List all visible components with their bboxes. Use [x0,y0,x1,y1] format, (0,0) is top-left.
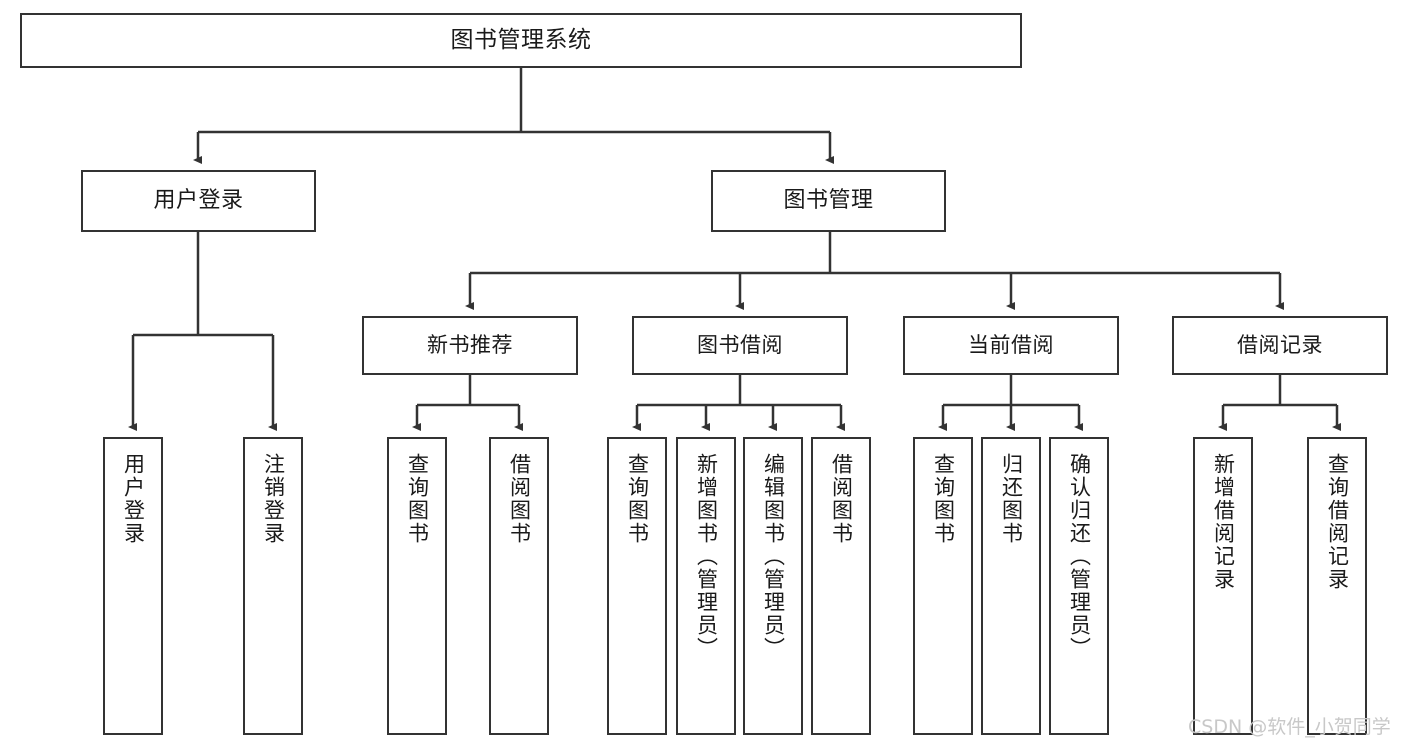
node-book-management[interactable]: 图书管理 [711,170,946,232]
leaf-borrow-record-query[interactable]: 查询借阅记录 [1307,437,1367,735]
node-label: 新增借阅记录 [1211,453,1236,591]
leaf-borrow-record-add[interactable]: 新增借阅记录 [1193,437,1253,735]
node-user-login[interactable]: 用户登录 [81,170,316,232]
leaf-book-borrow-edit[interactable]: 编辑图书（管理员） [743,437,803,735]
leaf-book-borrow-borrow[interactable]: 借阅图书 [811,437,871,735]
node-book-borrow[interactable]: 图书借阅 [632,316,848,375]
node-label: 查询图书 [625,453,650,545]
node-label: 借阅图书 [829,453,854,545]
leaf-book-borrow-add[interactable]: 新增图书（管理员） [676,437,736,735]
node-label: 借阅图书 [507,453,532,545]
node-label: 图书管理系统 [450,27,592,54]
leaf-new-book-query[interactable]: 查询图书 [387,437,447,735]
leaf-user-login-logout[interactable]: 注销登录 [243,437,303,735]
node-label: 图书管理 [783,188,874,214]
leaf-book-borrow-query[interactable]: 查询图书 [607,437,667,735]
node-label: 新增图书（管理员） [694,453,719,660]
leaf-user-login-login[interactable]: 用户登录 [103,437,163,735]
node-label: 编辑图书（管理员） [761,453,786,660]
node-root-system[interactable]: 图书管理系统 [20,13,1022,68]
node-label: 借阅记录 [1237,332,1323,357]
node-label: 用户登录 [121,453,146,545]
node-label: 新书推荐 [427,332,513,357]
node-label: 归还图书 [999,453,1024,545]
watermark: CSDN @软件_小贺同学 [1188,716,1391,738]
node-label: 注销登录 [261,453,286,545]
node-current-borrow[interactable]: 当前借阅 [903,316,1119,375]
leaf-current-borrow-return[interactable]: 归还图书 [981,437,1041,735]
node-borrow-record[interactable]: 借阅记录 [1172,316,1388,375]
leaf-current-borrow-query[interactable]: 查询图书 [913,437,973,735]
node-label: 查询图书 [931,453,956,545]
leaf-current-borrow-confirm-return[interactable]: 确认归还（管理员） [1049,437,1109,735]
leaf-new-book-borrow[interactable]: 借阅图书 [489,437,549,735]
node-new-book-recommend[interactable]: 新书推荐 [362,316,578,375]
node-label: 查询借阅记录 [1325,453,1350,591]
node-label: 当前借阅 [968,332,1054,357]
node-label: 查询图书 [405,453,430,545]
node-label: 确认归还（管理员） [1067,453,1092,660]
node-label: 用户登录 [153,188,244,214]
node-label: 图书借阅 [697,332,783,357]
